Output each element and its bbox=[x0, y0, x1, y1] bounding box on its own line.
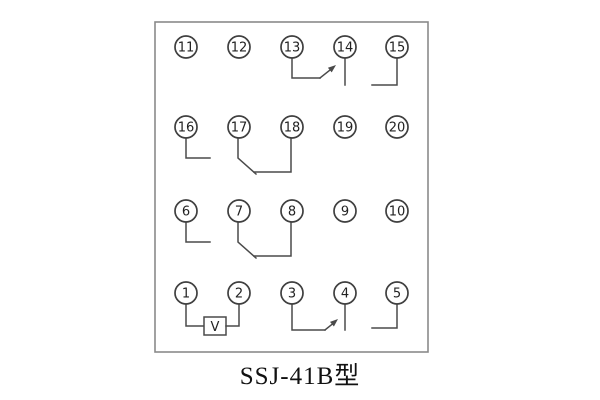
terminal-17-circle bbox=[227, 115, 251, 139]
terminal-3-circle bbox=[280, 281, 304, 305]
wire-terminal-15 bbox=[371, 57, 398, 86]
terminal-4-label: 4 bbox=[341, 287, 349, 302]
terminal-8-circle bbox=[280, 199, 304, 223]
terminal-8-label: 8 bbox=[288, 205, 296, 220]
terminal-3-label: 3 bbox=[288, 287, 296, 302]
terminal-2-circle bbox=[227, 281, 251, 305]
terminal-9-label: 9 bbox=[341, 205, 349, 220]
terminal-6-circle bbox=[174, 199, 198, 223]
terminal-9-circle bbox=[333, 199, 357, 223]
wire-contact-17 bbox=[237, 137, 258, 176]
contact-arrow-13-14 bbox=[327, 65, 336, 73]
terminal-5-circle bbox=[385, 281, 409, 305]
terminal-12-circle bbox=[227, 35, 251, 59]
terminal-10-circle bbox=[385, 199, 409, 223]
terminal-15-circle bbox=[385, 35, 409, 59]
terminal-7-label: 7 bbox=[235, 205, 243, 220]
terminal-13-circle bbox=[280, 35, 304, 59]
terminal-1-circle bbox=[174, 281, 198, 305]
terminal-6-label: 6 bbox=[182, 205, 190, 220]
terminal-16-circle bbox=[174, 115, 198, 139]
terminal-10-label: 10 bbox=[389, 205, 406, 220]
terminal-16-label: 16 bbox=[178, 121, 195, 136]
terminal-1-label: 1 bbox=[182, 287, 190, 302]
wire-terminal-6 bbox=[185, 221, 211, 243]
wire-terminal-3 bbox=[291, 303, 326, 331]
terminal-19-circle bbox=[333, 115, 357, 139]
terminal-14-label: 14 bbox=[337, 41, 354, 56]
terminal-7-circle bbox=[227, 199, 251, 223]
terminal-11-label: 11 bbox=[178, 41, 195, 56]
terminal-14-circle bbox=[333, 35, 357, 59]
contact-blade-13-14 bbox=[318, 68, 332, 80]
terminal-20-label: 20 bbox=[389, 121, 406, 136]
model-caption: SSJ-41B型 bbox=[240, 362, 361, 390]
terminal-12-label: 12 bbox=[231, 41, 248, 56]
wire-terminal-1 bbox=[185, 303, 205, 327]
wire-terminal-18 bbox=[253, 137, 292, 173]
terminal-15-label: 15 bbox=[389, 41, 406, 56]
terminal-20-circle bbox=[385, 115, 409, 139]
contact-blade-3-4 bbox=[323, 322, 335, 332]
terminal-18-circle bbox=[280, 115, 304, 139]
voltage-element-label: V bbox=[211, 320, 220, 335]
contact-arrow-3-4 bbox=[330, 319, 338, 327]
wire-terminal-2 bbox=[225, 303, 240, 327]
wire-terminal-8 bbox=[253, 221, 292, 257]
terminal-2-label: 2 bbox=[235, 287, 243, 302]
terminal-17-label: 17 bbox=[231, 121, 248, 136]
terminal-5-label: 5 bbox=[393, 287, 401, 302]
terminal-18-label: 18 bbox=[284, 121, 301, 136]
wire-terminal-13 bbox=[291, 57, 321, 79]
terminal-19-label: 19 bbox=[337, 121, 354, 136]
wire-terminal-5 bbox=[371, 303, 398, 329]
wire-terminal-16 bbox=[185, 137, 211, 159]
panel-border bbox=[154, 21, 429, 353]
terminal-13-label: 13 bbox=[284, 41, 301, 56]
wire-contact-7 bbox=[237, 221, 258, 260]
terminal-4-circle bbox=[333, 281, 357, 305]
terminal-11-circle bbox=[174, 35, 198, 59]
